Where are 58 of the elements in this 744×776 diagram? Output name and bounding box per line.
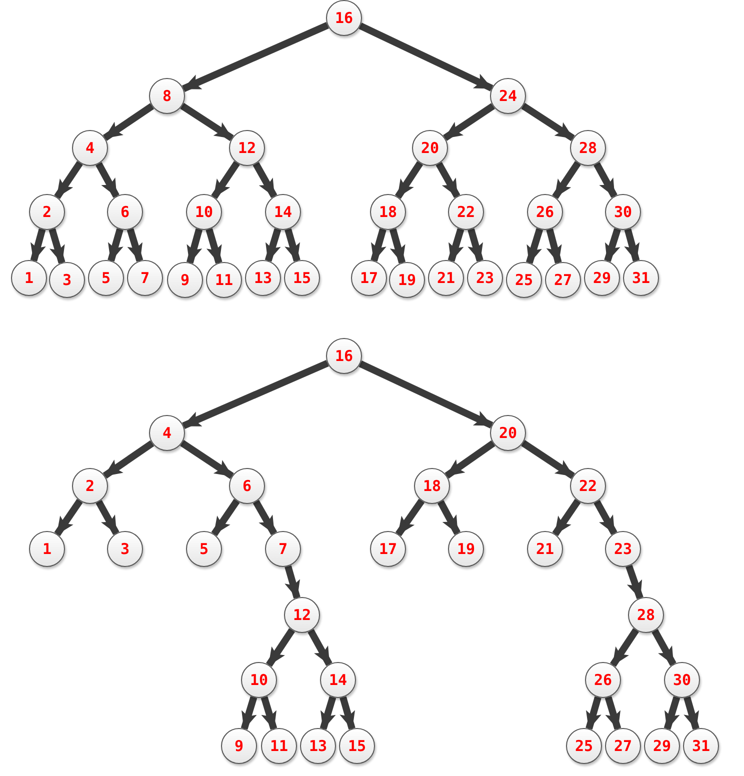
arrow — [211, 161, 240, 199]
arrow — [521, 440, 575, 479]
arrow — [180, 440, 234, 479]
arrow — [252, 162, 278, 198]
arrow — [30, 228, 46, 262]
arrow — [96, 500, 120, 535]
arrow — [652, 629, 676, 666]
arrow — [252, 500, 278, 536]
arrow — [96, 162, 120, 198]
arrow — [320, 696, 336, 730]
arrow — [604, 696, 622, 730]
arrow — [395, 498, 425, 536]
arrow — [54, 161, 83, 199]
arrow — [594, 500, 618, 535]
arrow — [182, 360, 329, 430]
arrow — [437, 500, 461, 535]
arrow — [102, 440, 154, 479]
arrow — [546, 228, 562, 264]
arrow — [526, 228, 544, 264]
arrow — [126, 228, 144, 262]
arrow — [626, 564, 644, 600]
arrow — [358, 22, 494, 92]
arrow — [211, 498, 240, 536]
arrow — [284, 565, 300, 599]
arrow — [206, 228, 222, 264]
arrow — [308, 629, 332, 666]
arrow — [264, 228, 282, 262]
arrow — [340, 696, 356, 730]
arrow — [370, 228, 386, 262]
arrow — [444, 440, 496, 479]
arrow — [443, 103, 495, 141]
arrow — [284, 228, 300, 262]
arrow — [182, 22, 329, 92]
arrow — [594, 162, 618, 198]
arrow — [394, 161, 424, 199]
arrow — [389, 228, 406, 264]
arrow — [54, 498, 83, 536]
arrow — [102, 103, 154, 141]
arrow — [448, 228, 464, 262]
arrow — [266, 628, 295, 667]
arrow — [260, 696, 278, 730]
arrow — [552, 498, 581, 536]
arrow — [186, 228, 203, 264]
arrow — [436, 162, 460, 198]
arrow — [610, 628, 639, 667]
arrow — [180, 102, 234, 142]
arrow — [684, 696, 700, 730]
arrow — [48, 228, 66, 264]
arrow — [468, 228, 484, 262]
arrow — [108, 228, 124, 262]
arrow — [521, 102, 575, 142]
arrow — [624, 228, 640, 262]
arrow — [552, 161, 581, 199]
arrow — [358, 360, 494, 429]
arrow — [604, 228, 621, 262]
arrow — [240, 696, 258, 730]
arrow — [586, 696, 602, 730]
arrow — [664, 696, 680, 730]
